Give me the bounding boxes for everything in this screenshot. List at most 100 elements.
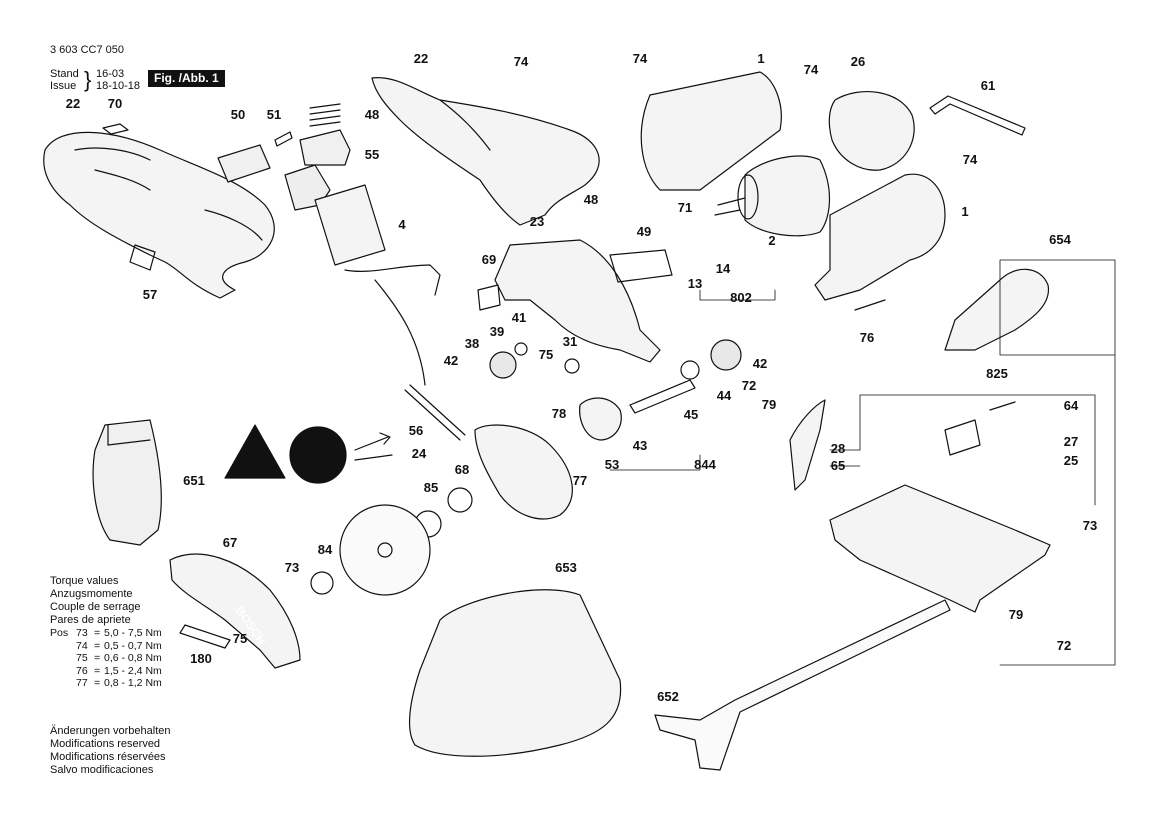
bracket-27 [944, 419, 981, 456]
part-label: 43 [632, 438, 648, 453]
issue-value: 18-10-18 [96, 80, 141, 92]
motor-housing-lower [814, 173, 946, 301]
torque-title-fr: Couple de serrage [50, 601, 141, 613]
switch-4 [284, 164, 441, 386]
torque-values: Torque values Anzugsmomente Couple de se… [50, 575, 162, 690]
base-plate [829, 484, 1051, 613]
part-label: 68 [454, 462, 470, 477]
saw-blade [339, 504, 431, 596]
part-label: 74 [632, 51, 648, 66]
part-label: 39 [489, 324, 505, 339]
part-label: 23 [529, 214, 545, 229]
torque-pos: 74 [76, 639, 88, 652]
part-label: 48 [583, 192, 599, 207]
part-label: 31 [562, 334, 578, 349]
washer-41 [514, 342, 528, 356]
part-57 [129, 244, 156, 271]
riving-knife-28 [789, 399, 826, 491]
part-label: 2 [768, 233, 776, 248]
spring-48 [309, 103, 341, 127]
part-label: 79 [1008, 607, 1024, 622]
torque-row: 74 =0,5 - 0,7 Nm [50, 640, 162, 653]
pin-51 [274, 131, 293, 147]
part-label: 42 [443, 353, 459, 368]
spring-clip-70 [102, 123, 129, 135]
shaft-43 [629, 379, 696, 414]
notice-en: Modifications reserved [50, 738, 161, 750]
equals-sign: = [94, 652, 101, 664]
part-label: 73 [284, 560, 300, 575]
flange-53 [579, 397, 622, 441]
part-label: 71 [677, 200, 693, 215]
equals-sign: = [94, 627, 101, 639]
end-cap-26 [828, 91, 915, 171]
part-label: 61 [980, 78, 996, 93]
leader-lines [609, 259, 1116, 666]
torque-value: 0,8 - 1,2 Nm [104, 677, 162, 689]
part-label: 74 [962, 152, 978, 167]
motor-housing-upper [640, 71, 782, 191]
part-label: 74 [513, 54, 529, 69]
part-label: 1 [757, 51, 765, 66]
equals-sign: = [94, 664, 101, 677]
torque-title-en: Torque values [50, 575, 119, 587]
part-label: 13 [687, 276, 703, 291]
part-label: 70 [107, 96, 123, 111]
part-label: 65 [830, 458, 846, 473]
part-69 [477, 284, 501, 311]
battery-651 [92, 419, 162, 546]
torque-value: 0,6 - 0,8 Nm [104, 652, 162, 664]
part-label: 651 [183, 473, 205, 488]
part-label: 44 [716, 388, 732, 403]
hex-key-61 [929, 95, 1026, 136]
part-label: 27 [1063, 434, 1079, 449]
part-label: 802 [730, 290, 752, 305]
part-label: 41 [511, 310, 527, 325]
stand-value: 16-03 [96, 68, 125, 80]
torque-value: 1,5 - 2,4 Nm [104, 664, 162, 677]
doc-number: 3 603 CC7 050 [50, 44, 124, 56]
figure-label: Fig. /Abb. 1 [148, 70, 225, 87]
part-label: 64 [1063, 398, 1079, 413]
charger-653 [409, 589, 622, 757]
torque-value: 0,5 - 0,7 Nm [104, 639, 162, 652]
torque-row: 76=1,5 - 2,4 Nm [50, 665, 162, 678]
warning-triangle-icon [224, 424, 286, 479]
part-label: 25 [1063, 453, 1079, 468]
switch-cover-50 [217, 144, 271, 183]
bearing-31 [564, 358, 580, 374]
spring-56b [409, 384, 466, 436]
part-180 [179, 624, 231, 649]
torque-title-de: Anzugsmomente [50, 588, 133, 600]
brace-icon: } [84, 67, 92, 92]
part-label: 26 [850, 54, 866, 69]
part-label: 4 [398, 217, 406, 232]
handle-housing-left [43, 131, 275, 299]
bolt-64 [989, 401, 1016, 411]
torque-row: 77=0,8 - 1,2 Nm [50, 677, 162, 690]
part-label: 22 [65, 96, 81, 111]
equals-sign: = [94, 677, 101, 689]
part-label: 75 [538, 347, 554, 362]
part-label: 45 [683, 407, 699, 422]
notice-fr: Modifications réservées [50, 751, 166, 763]
part-label: 22 [413, 51, 429, 66]
notice-es: Salvo modificaciones [50, 764, 154, 776]
arrow-icon [354, 432, 393, 461]
part-label: 28 [830, 441, 846, 456]
part-label: 825 [986, 366, 1008, 381]
dust-adapter-654 [944, 268, 1050, 351]
ring-68 [447, 487, 473, 513]
part-label: 42 [752, 356, 768, 371]
handle-housing-top [371, 77, 600, 226]
part-label: 73 [1082, 518, 1098, 533]
part-label: 84 [317, 542, 333, 557]
equals-sign: = [94, 639, 101, 652]
part-label: 78 [551, 406, 567, 421]
part-label: 1 [961, 204, 969, 219]
part-label: 652 [657, 689, 679, 704]
stand-label: Stand [50, 68, 79, 80]
